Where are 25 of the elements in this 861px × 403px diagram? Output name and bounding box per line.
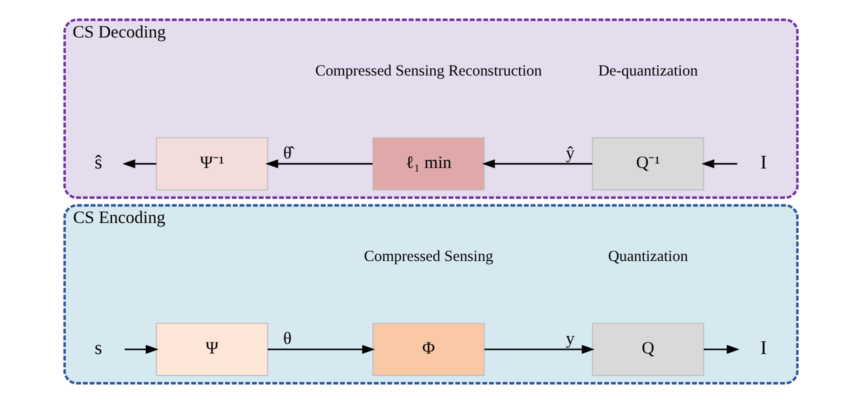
arrow (484, 344, 594, 354)
node-box: Q⁻¹ (591, 137, 704, 190)
node-box: Ψ⁻¹ (155, 137, 268, 190)
node-box: Q (591, 322, 704, 376)
node-text: I (760, 338, 766, 360)
node-text: I (760, 152, 766, 174)
arrow (700, 159, 737, 168)
label: De-quantization (598, 62, 698, 80)
label: Compressed Sensing (363, 248, 493, 266)
node-box: Ψ (155, 322, 268, 376)
arrow (122, 159, 156, 168)
arrow (703, 344, 740, 354)
node-box: ℓ₁ min (372, 137, 484, 190)
arrow (267, 344, 374, 354)
arrow (264, 159, 372, 168)
node-text: s (94, 338, 102, 360)
edge-label: ŷ (565, 142, 574, 162)
label: Compressed Sensing Reconstruction (314, 62, 542, 80)
edge-label: θ (282, 328, 292, 348)
node-box: Φ (372, 322, 484, 376)
arrow (124, 344, 158, 354)
label: Quantization (608, 248, 688, 266)
edge-label: y (565, 328, 574, 348)
node-text: ŝ (94, 152, 102, 174)
arrow (482, 159, 592, 168)
